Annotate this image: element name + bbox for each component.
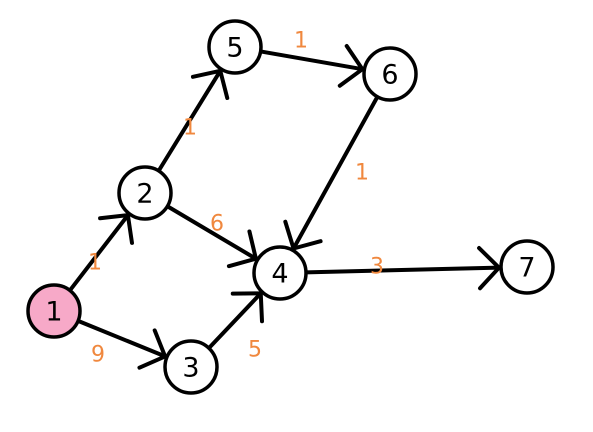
edge-5-6 <box>258 49 365 72</box>
edge-weight-1-3: 9 <box>91 343 105 368</box>
node-circle <box>163 339 219 395</box>
node-6: 6 <box>362 46 418 102</box>
node-1: 1 <box>26 283 82 339</box>
arrowhead-6-4 <box>283 219 323 251</box>
edge-2-5 <box>156 68 223 173</box>
edge-1-2 <box>67 213 130 293</box>
edge-weight-3-4: 5 <box>248 338 262 363</box>
node-5: 5 <box>207 19 263 75</box>
nodes-layer: 1 2 3 4 5 6 7 <box>26 19 555 395</box>
edge-6-4 <box>291 94 380 251</box>
arrowhead-1-2 <box>98 213 134 245</box>
node-2: 2 <box>117 165 173 221</box>
edge-2-4 <box>165 204 258 261</box>
arrowhead-1-3 <box>137 328 168 370</box>
edge-weight-4-7: 3 <box>370 255 384 280</box>
node-3: 3 <box>163 339 219 395</box>
edge-weight-2-5: 1 <box>183 116 197 141</box>
node-circle <box>362 46 418 102</box>
node-4: 4 <box>252 245 308 301</box>
node-label: 2 <box>136 179 153 210</box>
node-label: 3 <box>182 353 199 384</box>
edge-3-4 <box>206 291 263 351</box>
edge-1-3 <box>76 318 168 359</box>
arrowhead-2-5 <box>190 68 230 100</box>
node-circle <box>499 239 555 295</box>
edge-weight-6-4: 1 <box>355 161 369 186</box>
node-label: 5 <box>226 33 243 64</box>
node-label: 7 <box>518 253 535 284</box>
node-circle <box>252 245 308 301</box>
node-label: 6 <box>381 60 398 91</box>
arrowhead-2-4 <box>226 229 258 269</box>
weights-layer: 1 9 1 6 5 1 1 3 <box>88 29 384 368</box>
node-label: 1 <box>45 297 62 328</box>
edge-4-7 <box>303 265 502 275</box>
edges-layer <box>67 44 502 370</box>
node-circle <box>26 283 82 339</box>
arrowhead-3-4 <box>230 291 265 324</box>
node-circle <box>207 19 263 75</box>
node-label: 4 <box>271 259 288 290</box>
edge-weight-1-2: 1 <box>88 251 102 276</box>
edge-weight-2-4: 6 <box>210 212 224 237</box>
edge-weight-5-6: 1 <box>294 29 308 54</box>
node-circle <box>117 165 173 221</box>
arrowhead-4-7 <box>477 246 502 291</box>
node-7: 7 <box>499 239 555 295</box>
arrowhead-5-6 <box>337 44 365 88</box>
